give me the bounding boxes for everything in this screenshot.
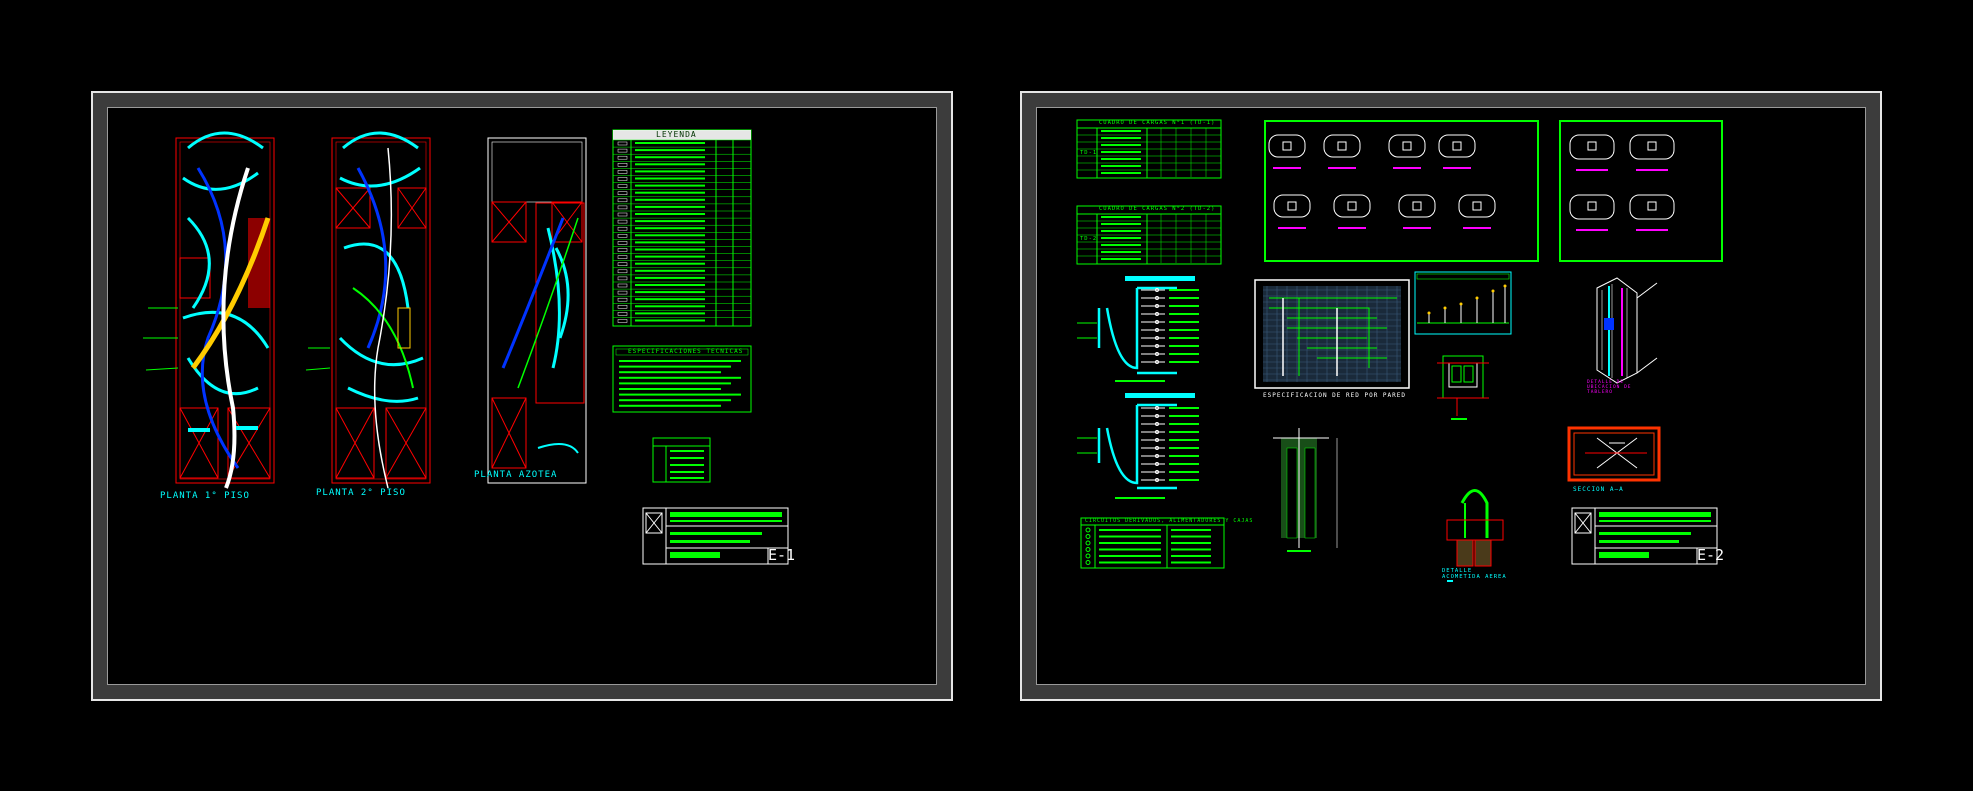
title-block-e1: [642, 507, 789, 565]
ground-rod-detail: [1273, 428, 1338, 552]
load-table-2: [1076, 205, 1222, 265]
sheet-e1-drawing-area: PLANTA 1° PISO PLANTA 2° PISO PLANTA AZO…: [107, 107, 937, 685]
load-table-1-title: CUADRO DE CARGAS N°1 (TD-1): [1099, 120, 1216, 126]
title-block-e2: [1571, 507, 1718, 565]
circuits-table-title: CIRCUITOS DERIVADOS, ALIMENTADORES Y CAJ…: [1085, 518, 1254, 524]
plan-title-2: PLANTA 2° PISO: [316, 488, 406, 498]
single-line-diagram-2: [1077, 393, 1199, 499]
tube-caption: DETALLE DE UBICACION DE TABLERO: [1587, 380, 1632, 395]
legend-table: [612, 129, 752, 327]
sheet-e2-drawing-area: CUADRO DE CARGAS N°1 (TD-1) TD-1 CUADRO …: [1036, 107, 1866, 685]
sheet-e2-canvas: [1076, 119, 1723, 582]
sheet-code-e1: E-1: [768, 546, 796, 564]
floor-plan-roof: [487, 137, 587, 484]
sheet-e1-canvas: [143, 129, 789, 565]
aerial-drop-detail: [1446, 489, 1504, 582]
load-table-1: [1076, 119, 1222, 179]
wall-caption: ESPECIFICACION DE RED POR PARED: [1263, 392, 1406, 399]
riser-isometric: [1596, 277, 1658, 384]
specs-box: [612, 345, 752, 413]
section-caption: SECCION A—A: [1573, 486, 1624, 493]
poles-elevation: [1414, 271, 1512, 335]
symbol-box-2: [1559, 120, 1723, 262]
drawing-sheet-e1: PLANTA 1° PISO PLANTA 2° PISO PLANTA AZO…: [91, 91, 953, 701]
floor-plan-1: [143, 131, 275, 489]
sheet-code-e2: E-2: [1697, 546, 1725, 564]
load-table-2-tag: TD-2: [1080, 236, 1098, 242]
section-a-a: [1567, 426, 1661, 482]
specs-title: ESPECIFICACIONES TECNICAS: [628, 348, 744, 355]
circuits-table: [1080, 517, 1225, 569]
detail-caption: DETALLE ACOMETIDA AEREA: [1442, 568, 1507, 580]
drawing-sheet-e2: CUADRO DE CARGAS N°1 (TD-1) TD-1 CUADRO …: [1020, 91, 1882, 701]
load-table-2-title: CUADRO DE CARGAS N°2 (TD-2): [1099, 206, 1216, 212]
plan-title-3: PLANTA AZOTEA: [474, 470, 558, 480]
symbol-box-1: [1264, 120, 1539, 262]
wall-network-detail: [1254, 279, 1410, 389]
meter-box-elevation: [1437, 355, 1489, 420]
load-table-1-tag: TD-1: [1080, 150, 1098, 156]
legend-title: LEYENDA: [656, 130, 697, 139]
floor-plan-2: [305, 131, 431, 489]
plan-title-1: PLANTA 1° PISO: [160, 491, 250, 501]
conduit-table: [652, 437, 711, 483]
single-line-diagram-1: [1077, 276, 1199, 382]
